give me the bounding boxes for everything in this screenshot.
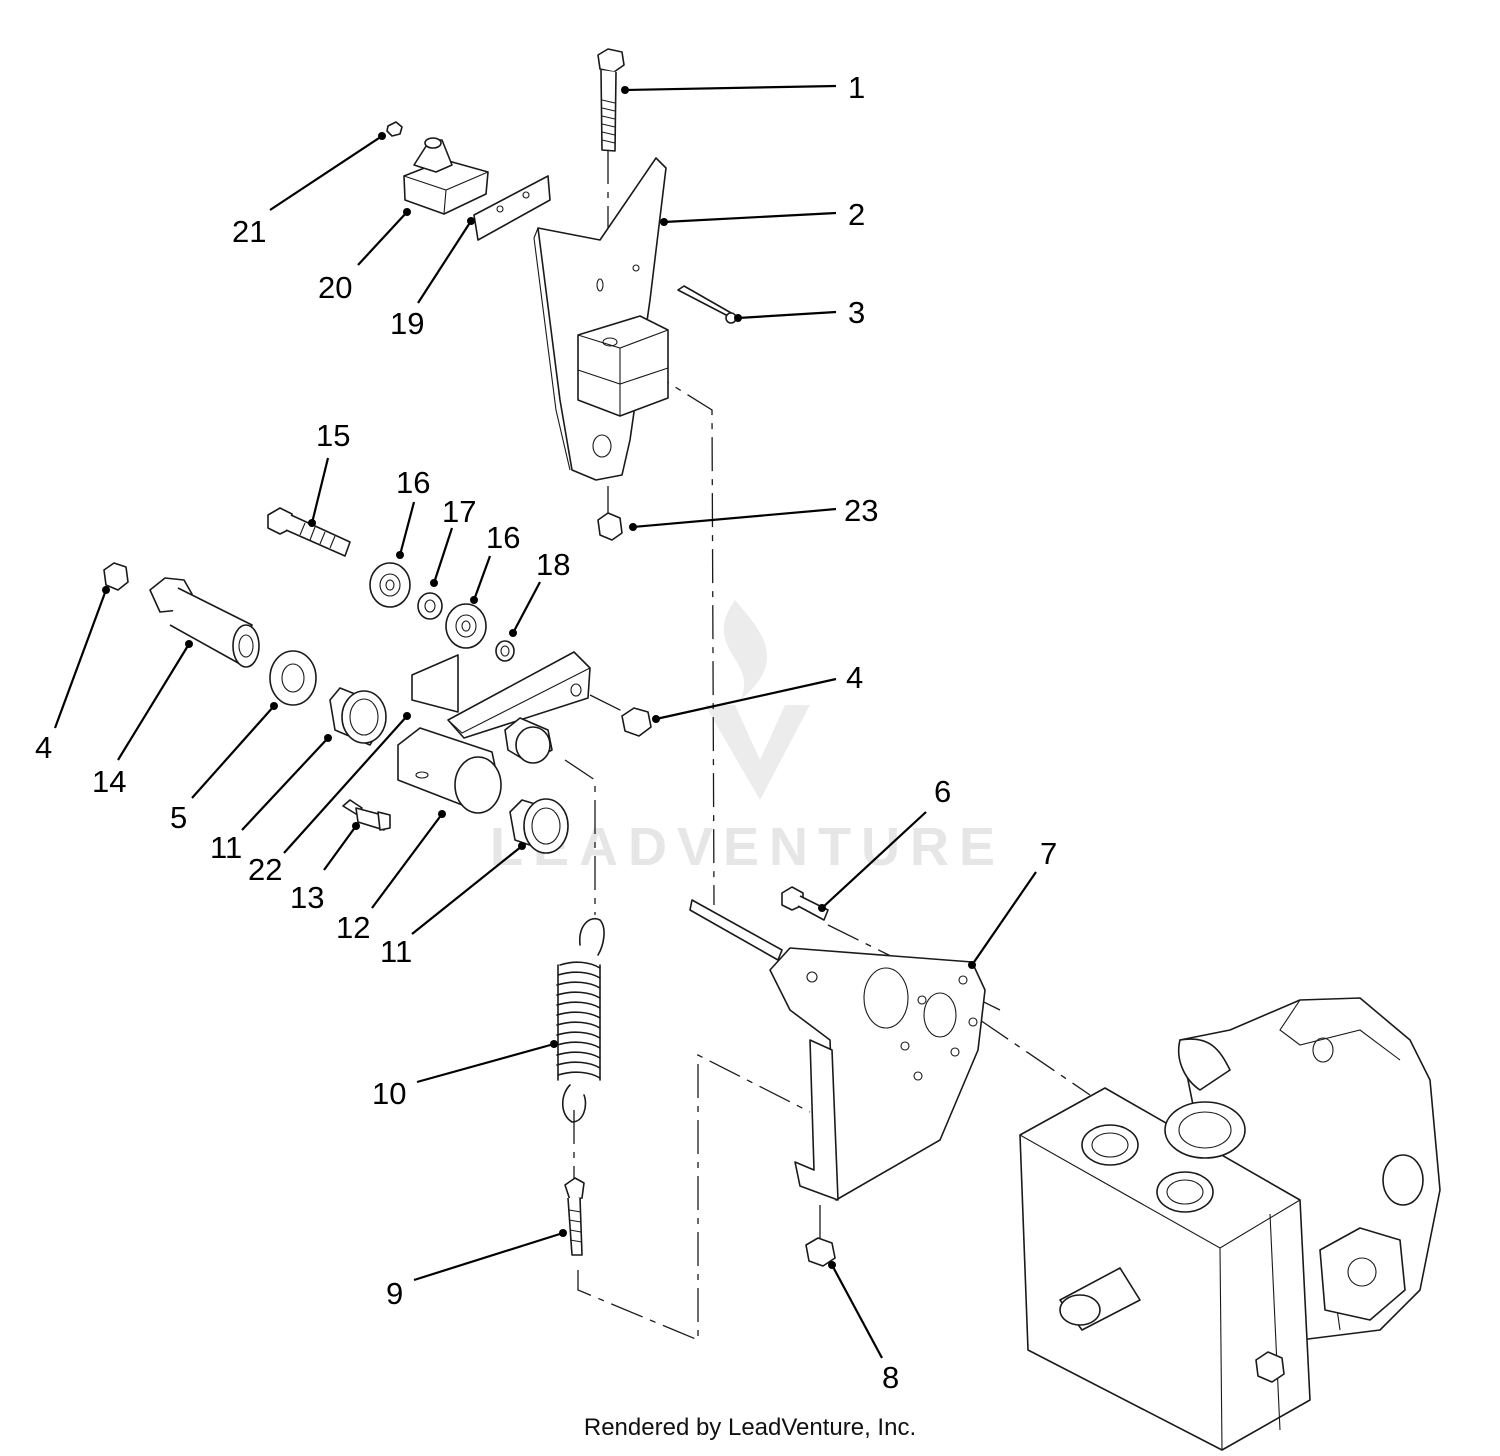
callout-4-left: 4 <box>35 730 52 765</box>
callout-6: 6 <box>934 774 951 809</box>
callout-17: 17 <box>442 494 476 529</box>
part-11-bushing-upper <box>329 687 387 746</box>
callout-23: 23 <box>844 493 878 528</box>
callout-19: 19 <box>390 306 424 341</box>
callout-14: 14 <box>92 764 126 799</box>
part-16-bearing-b <box>445 603 487 649</box>
callout-15: 15 <box>316 418 350 453</box>
callout-16-b: 16 <box>486 520 520 555</box>
callout-labels: 1 2 3 4 4 5 6 7 8 9 10 11 11 12 13 14 15… <box>35 70 1057 1395</box>
callout-10: 10 <box>372 1076 406 1111</box>
callout-20: 20 <box>318 270 352 305</box>
part-8-nut <box>805 1237 836 1267</box>
part-19-plate <box>473 175 551 241</box>
part-12-tube <box>397 727 502 814</box>
callout-13: 13 <box>290 880 324 915</box>
part-17-spacer <box>417 592 443 620</box>
part-18-washer <box>495 640 515 662</box>
part-9-eyebolt <box>564 1177 585 1256</box>
callout-8: 8 <box>882 1360 899 1395</box>
part-3-pin <box>677 285 737 324</box>
callout-1: 1 <box>848 70 865 105</box>
hydro-pump <box>1019 997 1441 1451</box>
part-20-switch <box>403 137 489 215</box>
part-1-bolt <box>597 48 625 152</box>
part-10-spring <box>556 918 605 1123</box>
callout-4-right: 4 <box>846 660 863 695</box>
callout-18: 18 <box>536 547 570 582</box>
part-22-arm <box>411 651 591 764</box>
part-21-nut <box>386 121 403 137</box>
callout-7: 7 <box>1040 836 1057 871</box>
part-6-bolt <box>781 886 829 921</box>
block-assembly <box>577 315 669 417</box>
render-credit: Rendered by LeadVenture, Inc. <box>583 1414 917 1441</box>
part-11-bushing-lower <box>509 798 569 854</box>
part-4-nut-left <box>103 562 129 591</box>
callout-21: 21 <box>232 214 266 249</box>
part-14-sleeve <box>149 577 260 668</box>
part-15-bolt <box>267 507 351 557</box>
part-4-nut-right <box>621 707 652 737</box>
callout-2: 2 <box>848 197 865 232</box>
part-7-bracket <box>769 947 986 1201</box>
leaders <box>53 84 1037 1359</box>
part-5-washer <box>269 650 317 706</box>
part-23-nut <box>597 512 623 541</box>
part-13-fitting <box>342 799 391 831</box>
callout-11-upper: 11 <box>210 830 242 865</box>
callout-11-lower: 11 <box>380 934 412 969</box>
part-16-bearing-a <box>369 562 411 608</box>
callout-12: 12 <box>336 910 370 945</box>
rod <box>689 899 783 961</box>
callout-3: 3 <box>848 295 865 330</box>
callout-16-a: 16 <box>396 465 430 500</box>
callout-5: 5 <box>170 800 187 835</box>
callout-22: 22 <box>248 852 282 887</box>
callout-9: 9 <box>386 1276 403 1311</box>
